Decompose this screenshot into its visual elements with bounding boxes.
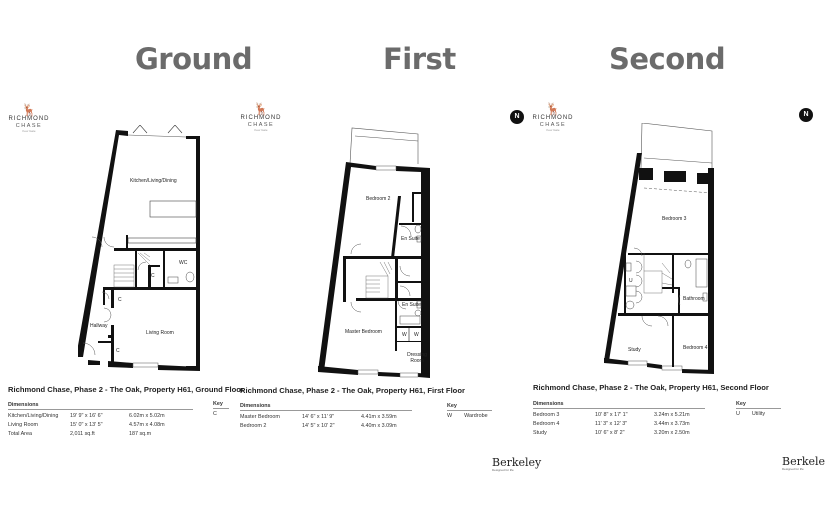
room-label-dressing-room: Dressing Room xyxy=(407,352,427,364)
north-compass-icon: N xyxy=(510,110,524,124)
room-label-wardrobe: W xyxy=(402,332,407,338)
second-dimensions-table: Dimensions Bedroom 3 10' 8" x 17' 1" 3.2… xyxy=(533,401,705,438)
logo-line2: CHASE xyxy=(15,123,43,129)
room-label-en-suite: En Suite xyxy=(401,236,420,242)
ground-dimensions-table: Dimensions Kitchen/Living/Dining 19' 9" … xyxy=(8,402,193,439)
room-label-kitchen: Kitchen/Living/Dining xyxy=(130,178,177,184)
first-dimensions-table: Dimensions Master Bedroom 14' 6" x 11' 9… xyxy=(240,403,412,431)
table-row: Bedroom 4 11' 3" x 12' 3" 3.44m x 3.73m xyxy=(533,421,690,427)
table-row: Total Area 2,011 sq.ft 187 sq.m xyxy=(8,431,152,437)
room-label-wc: WC xyxy=(179,260,188,266)
dimensions-header: Dimensions xyxy=(8,402,193,410)
room-label-bedroom-4: Bedroom 4 xyxy=(683,345,708,351)
second-floor-caption: Richmond Chase, Phase 2 - The Oak, Prope… xyxy=(533,383,769,392)
room-label-wardrobe: W xyxy=(414,332,419,338)
table-row: Bedroom 3 10' 8" x 17' 1" 3.24m x 5.21m xyxy=(533,412,690,418)
table-row: Bedroom 2 14' 5" x 10' 2" 4.40m x 3.09m xyxy=(240,423,397,429)
second-floor-plan: Bedroom 3 U Bathroom Study Bedroom 4 xyxy=(604,123,729,378)
table-row: Study 10' 6" x 8' 2" 3.20m x 2.50m xyxy=(533,430,690,436)
room-label-study: Study xyxy=(628,347,641,353)
room-label-en-suite: En Suite xyxy=(402,302,421,308)
first-floor-plan: Bedroom 2 En Suite En Suite Master Bedro… xyxy=(318,126,443,386)
stag-head-icon: 🦌 xyxy=(253,102,269,116)
berkeley-brand-logo: Berkeley Designed for life xyxy=(782,455,825,471)
first-key: Key W Wardrobe xyxy=(447,403,492,419)
room-label-bathroom: Bathroom xyxy=(683,296,705,302)
stag-head-icon: 🦌 xyxy=(545,102,561,116)
heading-ground: Ground xyxy=(135,42,253,76)
berkeley-brand-logo: Berkeley Designed for life xyxy=(492,456,542,472)
table-row: Kitchen/Living/Dining 19' 9" x 16' 6" 6.… xyxy=(8,413,165,419)
logo-line1: RICHMOND xyxy=(8,116,50,122)
room-label-bedroom-2: Bedroom 2 xyxy=(366,196,391,202)
room-label-utility: U xyxy=(629,278,633,284)
table-row: Living Room 15' 0" x 13' 5" 4.57m x 4.08… xyxy=(8,422,165,428)
richmond-chase-logo: 🦌 RICHMOND CHASE Kew Gate xyxy=(530,103,576,133)
second-floor-plan-drawing xyxy=(604,123,714,374)
richmond-chase-logo: 🦌 RICHMOND CHASE Kew Gate xyxy=(6,104,52,134)
heading-second: Second xyxy=(609,42,726,76)
ground-floor-plan: Kitchen/Living/Dining WC C C C Hallway L… xyxy=(78,125,208,375)
ground-floor-caption: Richmond Chase, Phase 2 - The Oak, Prope… xyxy=(8,385,244,394)
dimensions-header: Dimensions xyxy=(240,403,412,411)
room-label-master-bedroom: Master Bedroom xyxy=(345,329,382,335)
heading-first: First xyxy=(383,42,456,76)
room-label-hallway: Hallway xyxy=(90,323,108,329)
stag-head-icon: 🦌 xyxy=(21,103,37,117)
north-compass-icon: N xyxy=(799,108,813,122)
key-header: Key xyxy=(447,403,492,411)
second-key: Key U Utility xyxy=(736,401,781,417)
key-row: U Utility xyxy=(736,411,766,417)
room-label-cupboard: C xyxy=(118,297,122,303)
ground-floor-plan-drawing xyxy=(78,125,200,371)
first-floor-plan-drawing xyxy=(318,127,430,378)
room-label-living-room: Living Room xyxy=(146,330,174,336)
logo-tagline: Kew Gate xyxy=(22,129,36,133)
room-label-cupboard: C xyxy=(116,348,120,354)
room-label-cupboard: C xyxy=(151,273,155,279)
key-header: Key xyxy=(213,401,229,409)
key-header: Key xyxy=(736,401,781,409)
first-floor-caption: Richmond Chase, Phase 2 - The Oak, Prope… xyxy=(240,386,465,395)
richmond-chase-logo: 🦌 RICHMOND CHASE Kew Gate xyxy=(238,103,284,133)
key-row: W Wardrobe xyxy=(447,413,488,419)
dimensions-header: Dimensions xyxy=(533,401,705,409)
room-label-bedroom-3: Bedroom 3 xyxy=(662,216,687,222)
ground-key: Key C xyxy=(213,401,229,417)
table-row: Master Bedroom 14' 6" x 11' 9" 4.41m x 3… xyxy=(240,414,397,420)
key-row: C xyxy=(213,411,217,417)
